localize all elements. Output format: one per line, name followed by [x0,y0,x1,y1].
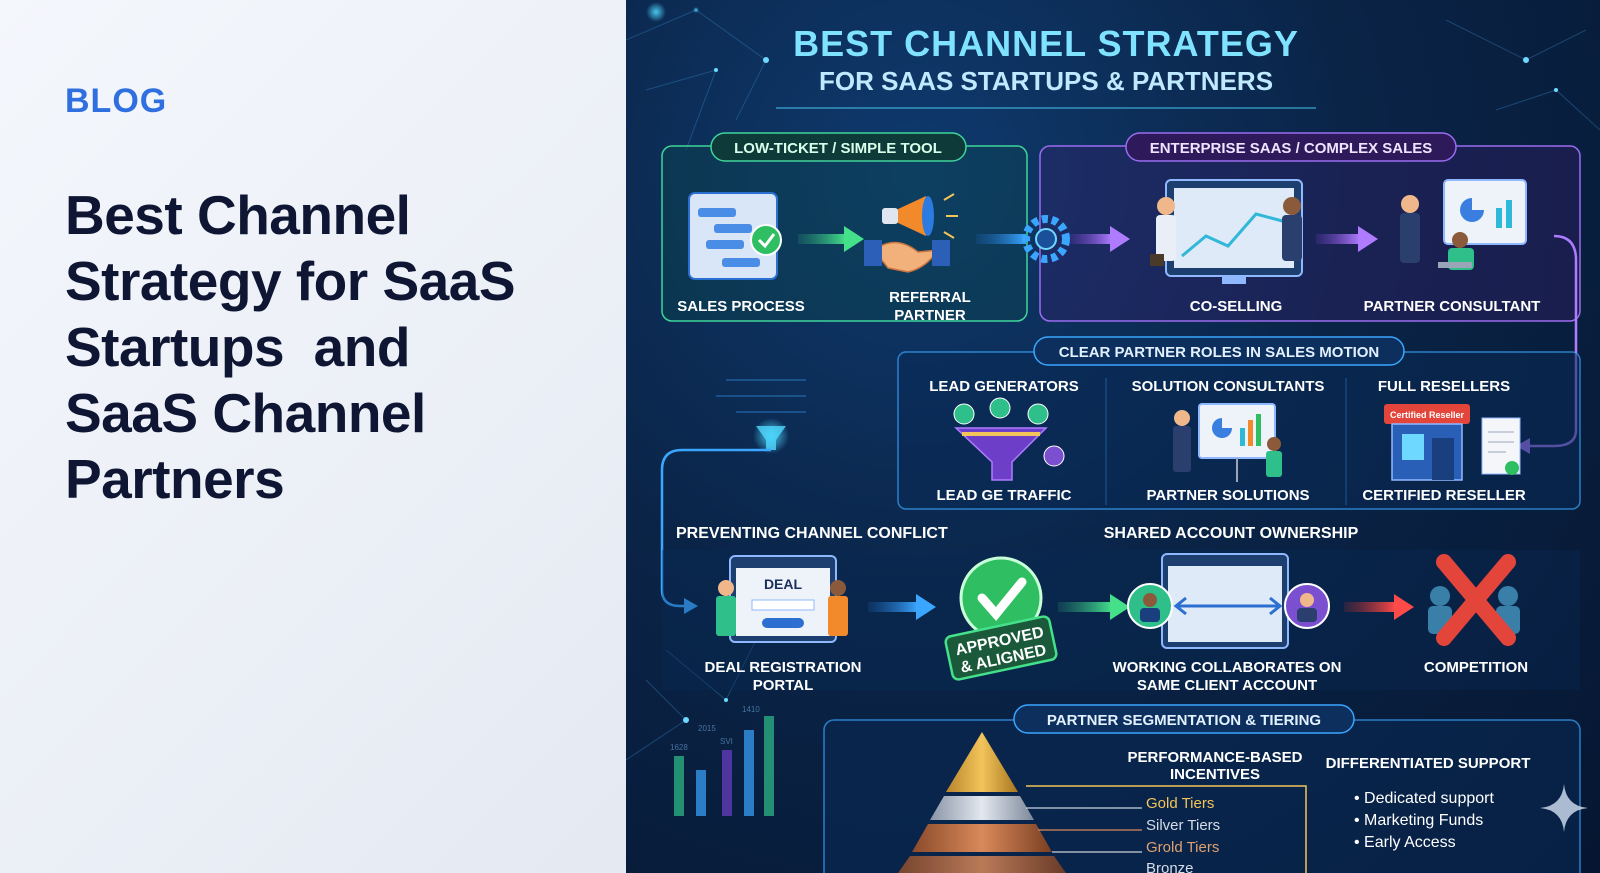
background-dots [646,2,1558,723]
roles-tag [1033,336,1405,366]
flow-arrow [976,234,1026,244]
connector-line [660,448,771,608]
deal-portal-label: DEAL REGISTRATION [705,659,862,676]
flow-arrow-head [1394,594,1414,620]
connector-arrow-head [684,598,698,614]
flow-arrow-head [844,226,864,252]
flow-arrow-head [1110,226,1130,252]
co-selling-label: CO-SELLING [1190,298,1283,315]
partner-consultant-icon [1400,179,1527,270]
low-ticket-tag-label: LOW-TICKET / SIMPLE TOOL [734,140,942,157]
tier-label-gold: Gold Tiers [1146,795,1214,812]
flow-arrow [868,602,918,612]
sales-process-label: SALES PROCESS [677,298,805,315]
tier-label-grold: Grold Tiers [1146,839,1219,856]
co-selling-icon [1150,179,1303,284]
solution-consultants-title: SOLUTION CONSULTANTS [1132,378,1325,395]
blog-kicker: BLOG [65,82,168,120]
solution-consultants-caption: PARTNER SOLUTIONS [1146,487,1309,504]
incentives-title: INCENTIVES [1170,766,1260,783]
tier-label-silver: Silver Tiers [1146,817,1220,834]
infographic: BEST CHANNEL STRATEGY FOR SAAS STARTUPS … [626,0,1600,873]
headline-line: Partners [65,448,285,510]
headline-line: SaaS Channel [65,382,426,444]
incentives-title: PERFORMANCE-BASED [1127,749,1302,766]
lead-generators-caption: LEAD GE TRAFFIC [937,487,1072,504]
referral-partner-label: REFERRAL [889,289,971,306]
approved-check-icon [944,556,1058,681]
flow-arrow [1316,234,1360,244]
segmentation-tag-label: PARTNER SEGMENTATION & TIERING [1047,712,1321,729]
blog-panel: BLOG Best Channel Strategy for SaaS Star… [0,0,626,873]
tier-label-bronze: Bronze [1146,860,1194,873]
shared-account-caption: SAME CLIENT ACCOUNT [1137,677,1317,694]
bg-chart-label: 1410 [742,705,760,714]
shared-account-icon [1127,553,1330,649]
support-item: • Dedicated support [1354,790,1494,807]
referral-partner-label: PARTNER [894,307,966,324]
infographic-title: BEST CHANNEL STRATEGY [793,23,1299,64]
flow-arrow [1058,602,1112,612]
deal-portal-icon [716,555,848,643]
support-item: • Marketing Funds [1354,812,1483,829]
enterprise-tag-label: ENTERPRISE SAAS / COMPLEX SALES [1150,140,1433,157]
gear-icon [1022,215,1070,263]
shared-ownership-title: SHARED ACCOUNT OWNERSHIP [1104,525,1359,542]
flow-arrow [798,234,846,244]
support-title: DIFFERENTIATED SUPPORT [1326,755,1531,772]
segmentation-tag [1013,704,1355,734]
funnel-icon [953,397,1065,481]
full-resellers-caption: CERTIFIED RESELLER [1362,487,1526,504]
background-bar-chart [674,716,774,816]
flow-arrow-head [916,594,936,620]
reseller-store-icon [1384,404,1521,481]
flow-arrow [1344,602,1396,612]
infographic-canvas: BEST CHANNEL STRATEGY FOR SAAS STARTUPS … [626,2,1600,873]
deal-word: DEAL [764,576,803,592]
full-resellers-title: FULL RESELLERS [1378,378,1510,395]
headline-line: Best Channel [65,184,411,246]
bg-chart-label: SVI [720,737,733,746]
headline-line: Strategy for SaaS [65,250,516,312]
tier-bracket [1026,785,1307,873]
megaphone-handshake-icon [864,193,958,273]
deal-portal-label: PORTAL [753,677,814,694]
bg-chart-label: 1628 [670,743,688,752]
sparkle-icon [1540,784,1588,832]
infographic-subtitle: FOR SAAS STARTUPS & PARTNERS [819,66,1273,96]
partner-consultant-label: PARTNER CONSULTANT [1364,298,1541,315]
support-item: • Early Access [1354,834,1456,851]
roles-tag-label: CLEAR PARTNER ROLES IN SALES MOTION [1059,344,1380,361]
competition-label: COMPETITION [1424,659,1528,676]
enterprise-tag [1125,132,1457,162]
lead-generators-title: LEAD GENERATORS [929,378,1078,395]
channel-conflict-title: PREVENTING CHANNEL CONFLICT [676,525,948,542]
article-headline: Best Channel Strategy for SaaS Startups … [65,182,605,512]
tier-pyramid-icon [898,732,1066,873]
bg-chart-label: 2015 [698,724,716,733]
certified-reseller-sign: Certified Reseller [1390,410,1465,420]
competition-icon [1428,554,1520,646]
low-ticket-tag [710,132,967,162]
shared-account-caption: WORKING COLLABORATES ON [1113,659,1342,676]
flow-arrow-head [1110,594,1130,620]
headline-line: Startups and [65,316,410,378]
circuit-funnel-icon [716,379,806,454]
flow-arrow-head [1358,226,1378,252]
flow-arrow [1070,234,1112,244]
presentation-board-icon [1173,403,1282,482]
sales-process-icon [688,192,782,280]
